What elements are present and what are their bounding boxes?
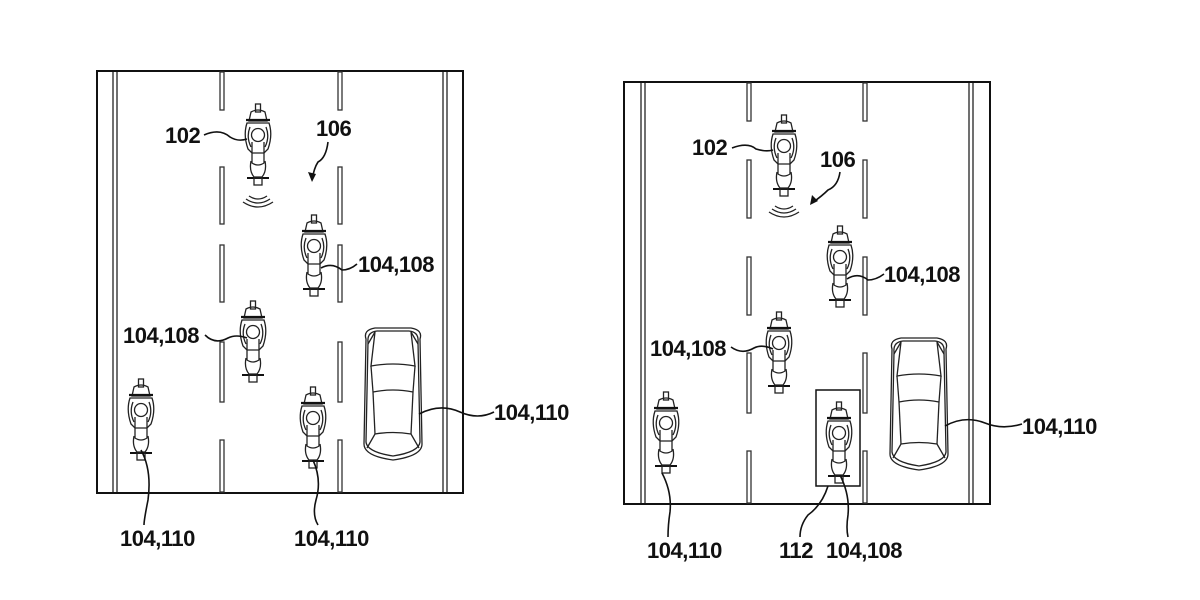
road-edge-right — [968, 83, 974, 503]
leader-line — [140, 449, 150, 526]
leader-line — [839, 474, 850, 538]
road-edge-left — [640, 83, 646, 503]
label-signal: 106 — [316, 116, 351, 141]
road-frame — [623, 81, 991, 505]
figure-before: 102 106 104,108 104,108 104,110 104,110 … — [96, 70, 570, 551]
arrow-head-icon — [308, 172, 316, 182]
leader-line — [320, 263, 358, 271]
label-car-110: 104,110 — [494, 400, 569, 425]
leader-line — [730, 345, 774, 353]
leader-line — [731, 144, 774, 152]
label-moto-110: 104,110 — [294, 526, 369, 551]
label-ego: 102 — [165, 123, 200, 148]
lane-marking-2 — [862, 82, 868, 504]
label-car-110: 104,110 — [1022, 414, 1097, 439]
label-moto-108: 104,108 — [358, 252, 434, 277]
label-signal: 106 — [820, 147, 855, 172]
label-moto-110: 104,110 — [647, 538, 722, 563]
leader-line — [204, 334, 248, 342]
leader-arrow — [811, 171, 841, 204]
lane-marking-2 — [337, 71, 343, 493]
road-frame — [96, 70, 464, 494]
leader-line — [203, 131, 248, 141]
label-moto-108: 104,108 — [650, 336, 726, 361]
road-edge-right — [442, 72, 448, 492]
label-moto-110: 104,110 — [120, 526, 195, 551]
figure-after: 102 106 104,108 104,108 104,110 104,110 … — [623, 81, 1098, 563]
highlight-box — [815, 389, 861, 487]
leader-line — [799, 485, 829, 538]
label-moto-108-boxed: 104,108 — [826, 538, 902, 563]
leader-line — [661, 472, 672, 538]
label-moto-108: 104,108 — [123, 323, 199, 348]
leader-line — [944, 418, 1023, 428]
leader-line — [312, 459, 320, 526]
leader-line — [418, 407, 495, 417]
label-moto-108: 104,108 — [884, 262, 960, 287]
road-edge-left — [112, 72, 118, 492]
leader-line — [846, 273, 885, 281]
lane-marking-1 — [746, 82, 752, 504]
arrow-head-icon — [810, 195, 818, 205]
lane-marking-1 — [219, 71, 225, 493]
label-ego: 102 — [692, 135, 727, 160]
label-box-112: 112 — [779, 538, 813, 563]
